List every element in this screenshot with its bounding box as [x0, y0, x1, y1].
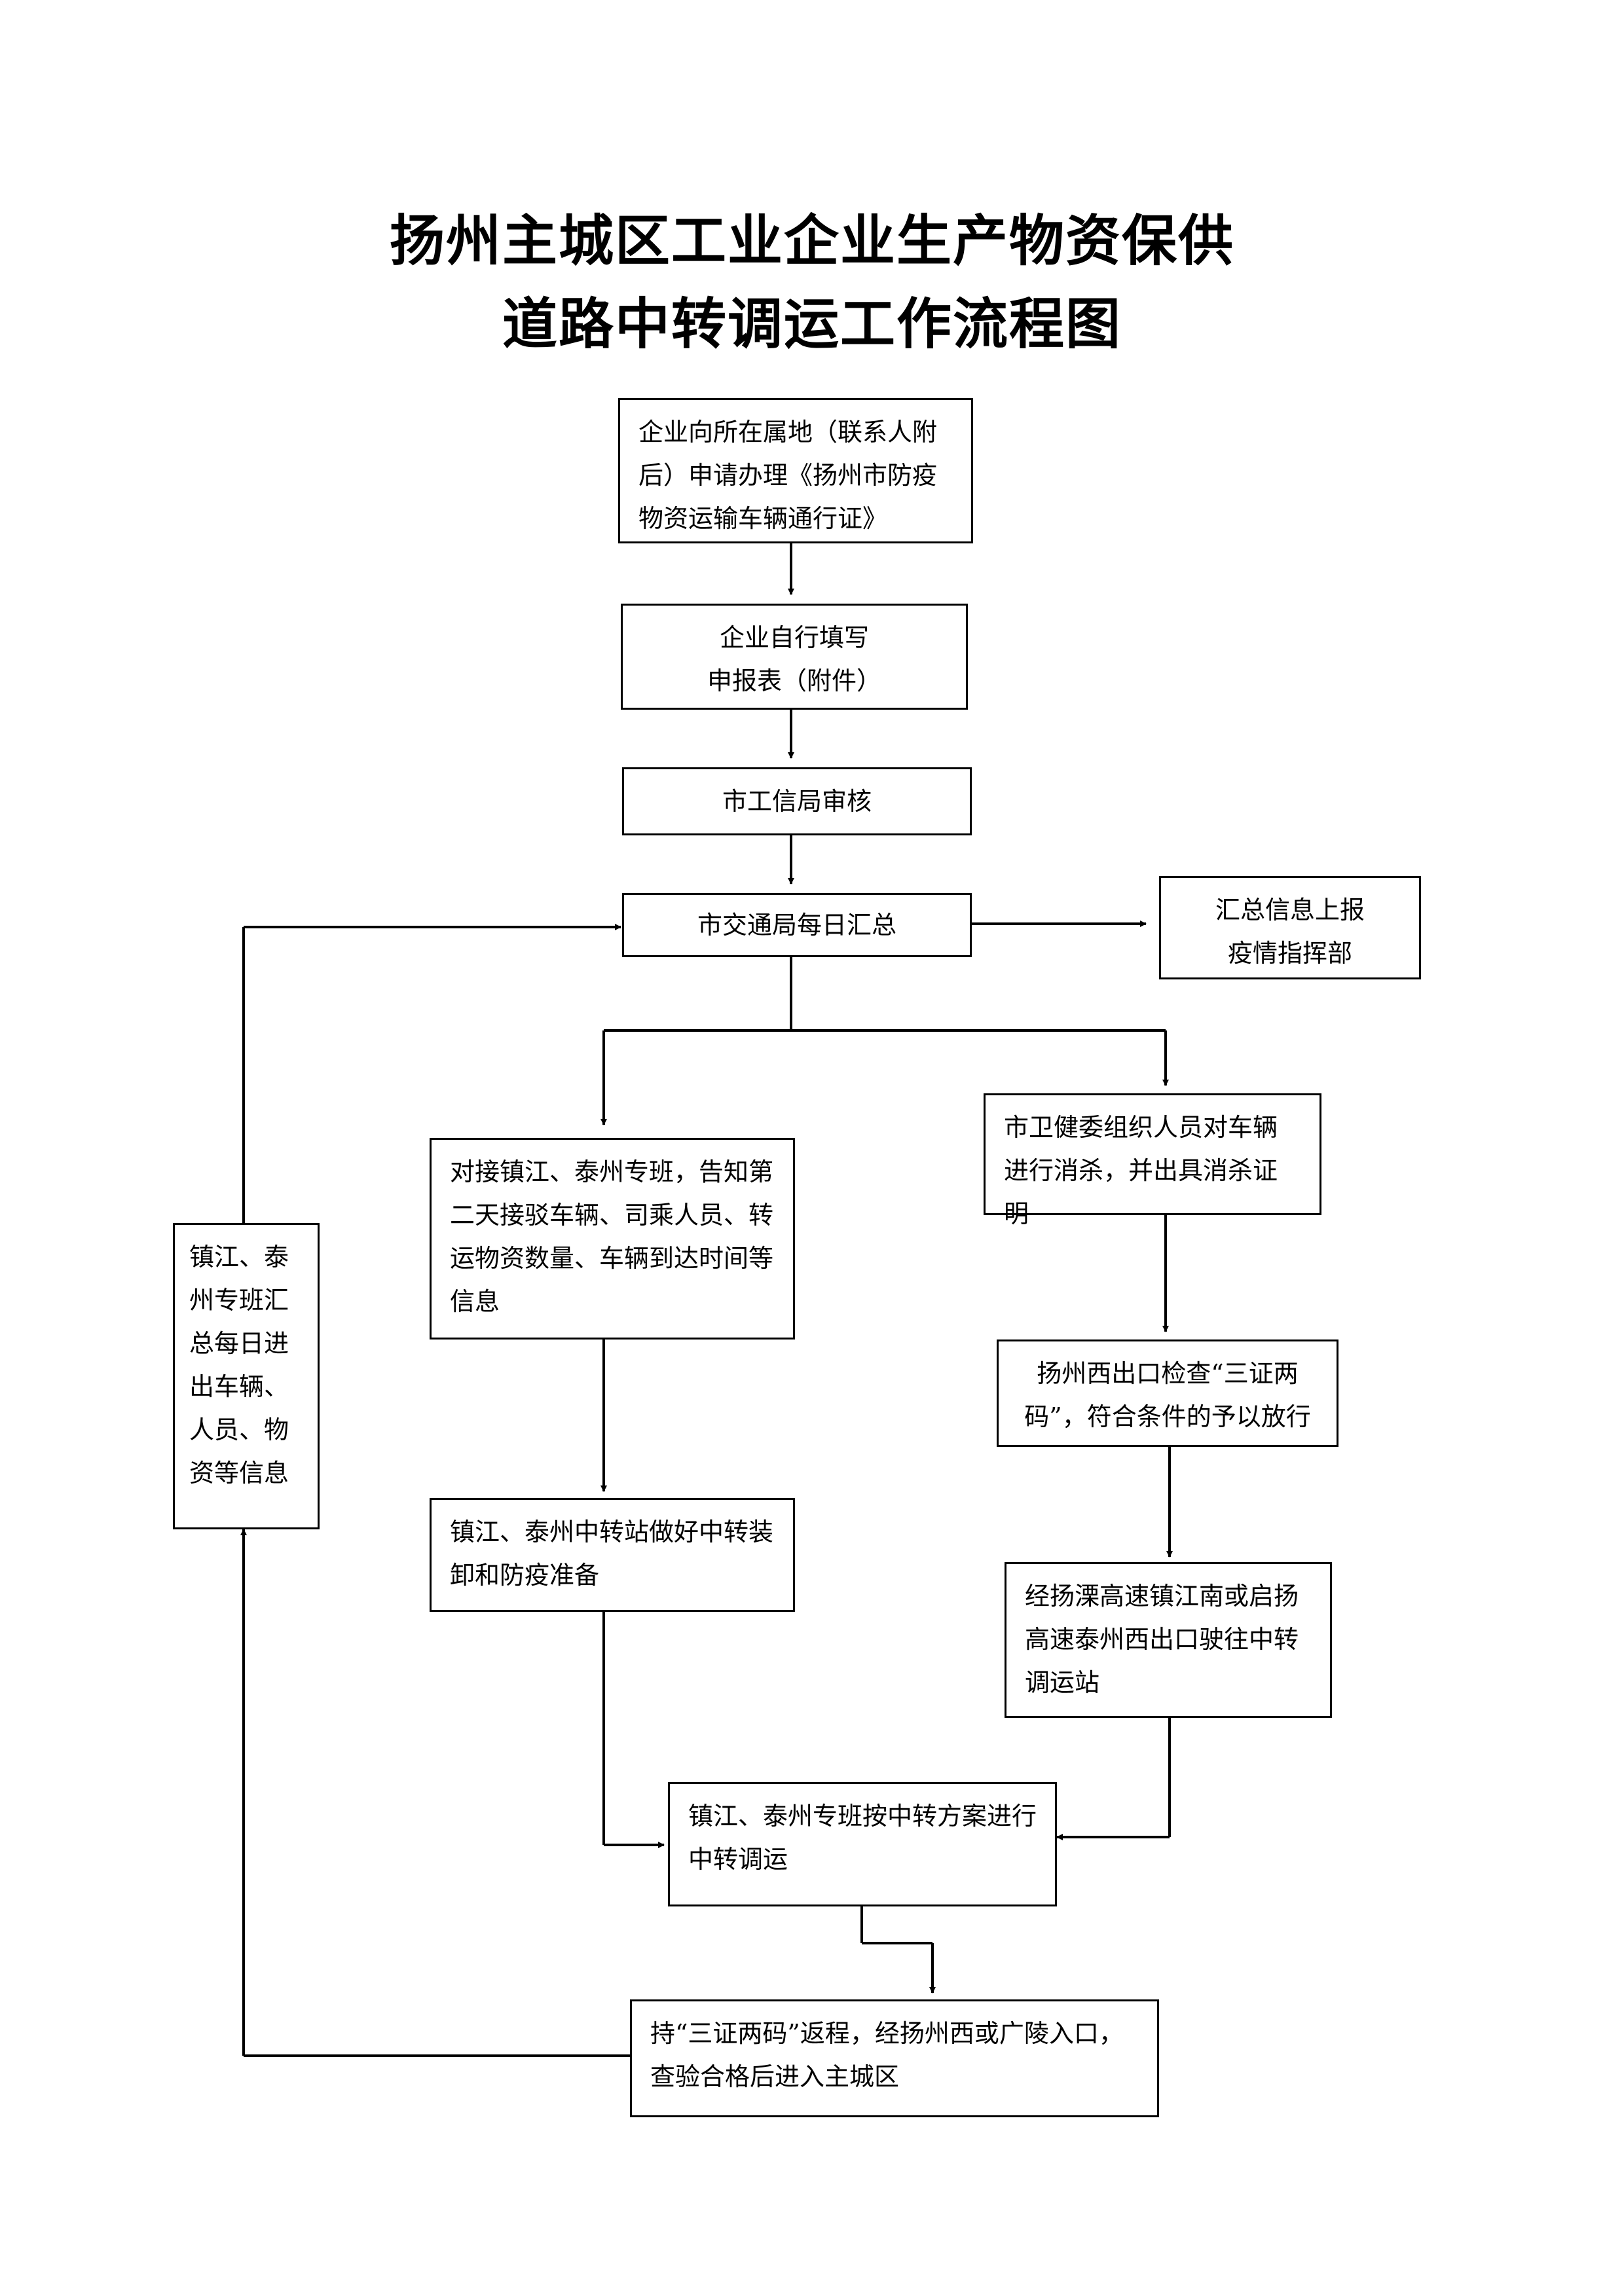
page-title-line-2: 道路中转调运工作流程图: [502, 291, 1122, 356]
node-apply-pass: 企业向所在属地（联系人附后）申请办理《扬州市防疫物资运输车辆通行证》: [618, 398, 973, 543]
node-report: 汇总信息上报 疫情指挥部: [1159, 876, 1421, 979]
node-daily-summary: 市交通局每日汇总: [622, 893, 972, 957]
node-exit-check: 扬州西出口检查“三证两码”，符合条件的予以放行: [997, 1339, 1338, 1447]
node-transfer-prep: 镇江、泰州中转站做好中转装卸和防疫准备: [430, 1498, 795, 1612]
node-connect-teams: 对接镇江、泰州专班，告知第二天接驳车辆、司乘人员、转运物资数量、车辆到达时间等信…: [430, 1138, 795, 1339]
node-feedback: 镇江、泰州专班汇总每日进出车辆、人员、物资等信息: [173, 1223, 320, 1529]
node-review: 市工信局审核: [622, 767, 972, 835]
node-return: 持“三证两码”返程，经扬州西或广陵入口，查验合格后进入主城区: [630, 1999, 1159, 2117]
page-title-line-1: 扬州主城区工业企业生产物资保供: [389, 208, 1234, 273]
node-fill-form: 企业自行填写 申报表（附件）: [621, 604, 968, 710]
node-disinfect: 市卫健委组织人员对车辆进行消杀，并出具消杀证明: [984, 1093, 1321, 1228]
node-transfer: 镇江、泰州专班按中转方案进行中转调运: [668, 1782, 1057, 1906]
node-highway: 经扬溧高速镇江南或启扬高速泰州西出口驶往中转调运站: [1005, 1562, 1332, 1718]
